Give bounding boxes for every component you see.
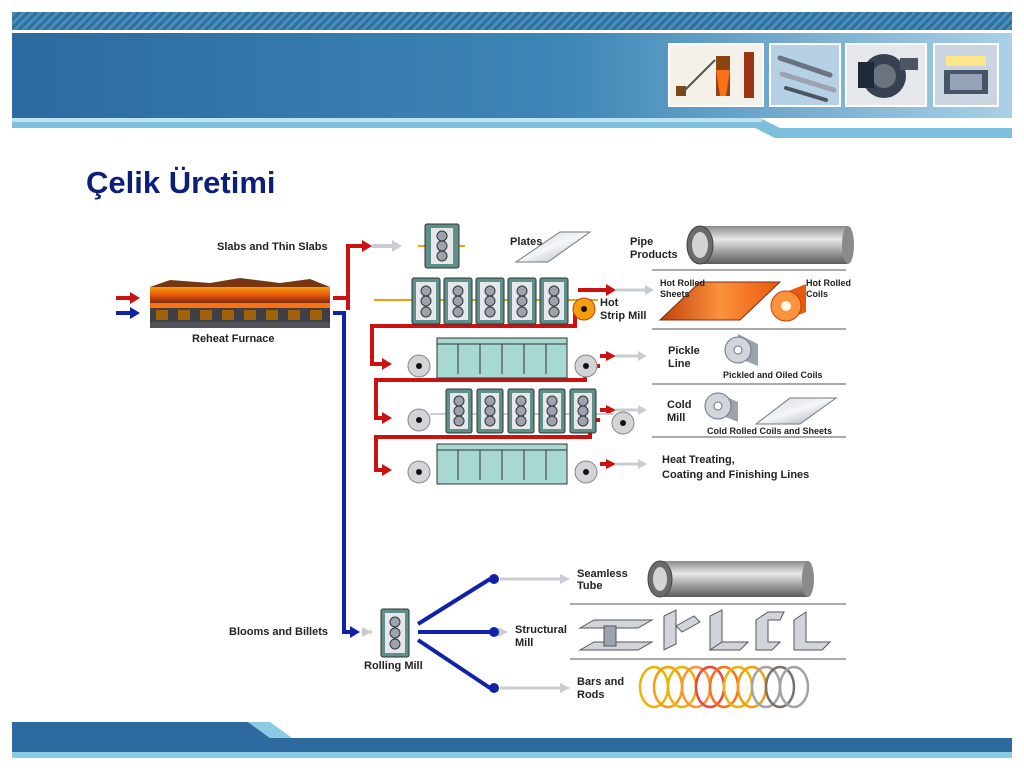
slabs-label: Slabs and Thin Slabs bbox=[217, 241, 328, 253]
heat-treating-label-2: Coating and Finishing Lines bbox=[662, 469, 809, 481]
engine-photo bbox=[845, 43, 927, 107]
drill-bits-photo bbox=[769, 43, 841, 107]
seamless-label-2: Tube bbox=[577, 580, 602, 592]
cold-rolled-products bbox=[704, 392, 838, 425]
blooms-label: Blooms and Billets bbox=[229, 626, 328, 638]
rolling-mill-stand bbox=[380, 608, 410, 658]
furnace-input-arrows bbox=[116, 292, 140, 319]
hot-rolled-coils-label-2: Coils bbox=[806, 289, 828, 299]
cold-path-arrowheads bbox=[350, 574, 499, 693]
heat-treating-label-1: Heat Treating, bbox=[662, 454, 735, 466]
plate-product bbox=[514, 231, 592, 263]
gear-machine-photo bbox=[933, 43, 999, 107]
blast-furnace-photo bbox=[668, 43, 764, 107]
bars-and-rods-product bbox=[638, 665, 810, 709]
pickled-coils-label: Pickled and Oiled Coils bbox=[723, 370, 823, 380]
structural-label-2: Mill bbox=[515, 637, 533, 649]
plate-mill-stand bbox=[424, 223, 460, 269]
hot-rolled-sheets-label-2: Sheets bbox=[660, 289, 690, 299]
pipe-label-2: Products bbox=[630, 249, 678, 261]
rolling-mill-label: Rolling Mill bbox=[364, 660, 423, 672]
cold-mill-stands bbox=[407, 388, 635, 435]
hot-rolled-coil-product bbox=[770, 284, 806, 322]
cold-mill-label-1: Cold bbox=[667, 399, 691, 411]
plates-label: Plates bbox=[510, 236, 542, 248]
reheat-furnace bbox=[150, 278, 330, 328]
pipe-label-1: Pipe bbox=[630, 236, 653, 248]
bars-label-2: Rods bbox=[577, 689, 605, 701]
furnace-label: Reheat Furnace bbox=[192, 333, 275, 345]
hot-path-arrowheads bbox=[362, 240, 616, 476]
hot-rolled-coils-label-1: Hot Rolled bbox=[806, 278, 851, 288]
pickle-label-2: Line bbox=[668, 358, 691, 370]
separator-lines bbox=[570, 269, 846, 660]
hot-strip-label-2: Strip Mill bbox=[600, 310, 646, 322]
pickle-label-1: Pickle bbox=[668, 345, 700, 357]
heat-treating-tank bbox=[407, 443, 598, 485]
hot-strip-label-1: Hot bbox=[600, 297, 619, 309]
pickled-coil-product bbox=[724, 334, 758, 366]
structural-shapes bbox=[578, 609, 832, 651]
hot-rolled-sheets-label-1: Hot Rolled bbox=[660, 278, 705, 288]
pickle-line-tank bbox=[407, 337, 598, 379]
bars-label-1: Bars and bbox=[577, 676, 624, 688]
footer-band bbox=[12, 722, 1012, 758]
cold-rolled-label: Cold Rolled Coils and Sheets bbox=[707, 426, 832, 436]
cold-mill-label-2: Mill bbox=[667, 412, 685, 424]
seamless-tube-product bbox=[647, 560, 814, 598]
hot-rolled-sheet-product bbox=[658, 281, 782, 321]
pipe-product bbox=[686, 225, 854, 265]
seamless-label-1: Seamless bbox=[577, 568, 628, 580]
page-title: Çelik Üretimi bbox=[86, 165, 276, 200]
hot-strip-mill-stands bbox=[411, 277, 569, 325]
cold-path bbox=[333, 311, 492, 690]
structural-label-1: Structural bbox=[515, 624, 567, 636]
